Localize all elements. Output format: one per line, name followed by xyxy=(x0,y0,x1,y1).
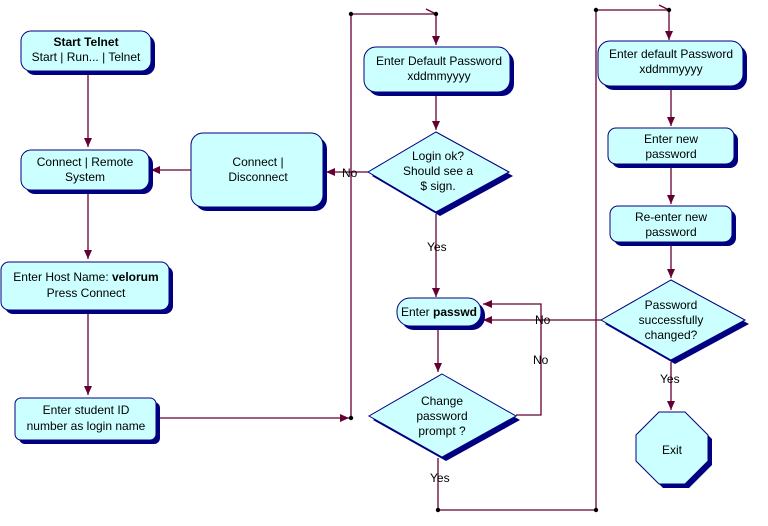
new-password-line1: Enter new xyxy=(644,132,698,146)
start-telnet-subtitle: Start | Run... | Telnet xyxy=(32,50,141,64)
enter-host-name: velorum xyxy=(112,270,159,284)
node-password-changed-decision[interactable]: Password successfully changed? xyxy=(599,279,749,364)
node-enter-default-password-1[interactable]: Enter Default Password xddmmyyyy xyxy=(363,46,514,96)
changed-line3: changed? xyxy=(645,328,698,342)
changed-line1: Password xyxy=(645,298,698,312)
default-password-2-line2: xddmmyyyy xyxy=(639,62,702,76)
reenter-password-line2: password xyxy=(645,225,696,239)
node-reenter-new-password[interactable]: Re-enter new password xyxy=(609,205,736,246)
edge-label-no-login: No xyxy=(342,166,358,180)
connect-remote-line1: Connect | Remote xyxy=(37,155,134,169)
enter-passwd-label: Enter passwd xyxy=(401,305,477,319)
junction-dot xyxy=(593,507,599,513)
start-telnet-title: Start Telnet xyxy=(53,35,118,49)
junction-dot xyxy=(593,7,599,13)
connect-disconnect-line2: Disconnect xyxy=(228,170,288,184)
node-enter-passwd[interactable]: Enter passwd xyxy=(396,297,485,330)
junction-dot xyxy=(435,507,441,513)
edge-label-yes-login: Yes xyxy=(427,240,447,254)
default-password-1-line1: Enter Default Password xyxy=(376,54,502,68)
node-login-ok-decision[interactable]: Login ok? Should see a $ sign. xyxy=(367,131,513,216)
reenter-password-line1: Re-enter new xyxy=(635,210,707,224)
login-ok-line3: $ sign. xyxy=(420,179,455,193)
student-id-line1: Enter student ID xyxy=(43,403,130,417)
student-id-line2: number as login name xyxy=(27,419,146,433)
enter-passwd-command: passwd xyxy=(433,305,477,319)
edge-label-no-prompt: No xyxy=(533,353,549,367)
edge-prompt-no xyxy=(483,300,542,416)
edge-prompt-yes xyxy=(437,458,596,511)
enter-host-line2: Press Connect xyxy=(47,286,126,300)
prompt-line2: password xyxy=(416,409,467,423)
junction-dot xyxy=(348,11,354,17)
edge-label-yes-prompt: Yes xyxy=(430,471,450,485)
exit-label: Exit xyxy=(662,443,683,457)
node-change-password-prompt-decision[interactable]: Change password prompt ? xyxy=(367,373,520,461)
enter-host-line1: Enter Host Name: velorum xyxy=(13,270,158,284)
connect-remote-line2: System xyxy=(65,170,105,184)
node-connect-remote[interactable]: Connect | Remote System xyxy=(20,149,153,194)
login-ok-line1: Login ok? xyxy=(412,149,464,163)
node-connect-disconnect[interactable]: Connect | Disconnect xyxy=(190,132,327,211)
connectors xyxy=(84,4,675,513)
node-exit[interactable]: Exit xyxy=(635,411,712,488)
edge-label-no-changed: No xyxy=(535,313,551,327)
login-ok-line2: Should see a xyxy=(403,164,473,178)
new-password-line2: password xyxy=(645,147,696,161)
prompt-line1: Change xyxy=(421,394,463,408)
changed-line2: successfully xyxy=(639,313,704,327)
node-enter-new-password[interactable]: Enter new password xyxy=(607,127,738,168)
junction-dot xyxy=(433,11,439,17)
default-password-1-line2: xddmmyyyy xyxy=(407,69,470,83)
node-enter-host[interactable]: Enter Host Name: velorum Press Connect xyxy=(0,261,173,314)
enter-host-prefix: Enter Host Name: xyxy=(13,270,112,284)
default-password-2-line1: Enter default Password xyxy=(609,47,733,61)
connect-disconnect-line1: Connect | xyxy=(232,155,283,169)
edge-label-yes-changed: Yes xyxy=(660,372,680,386)
junction-dot xyxy=(348,415,354,421)
prompt-line3: prompt ? xyxy=(418,424,466,438)
node-start-telnet[interactable]: Start Telnet Start | Run... | Telnet xyxy=(20,30,155,75)
junction-dot xyxy=(666,7,672,13)
enter-passwd-prefix: Enter xyxy=(401,305,433,319)
node-enter-default-password-2[interactable]: Enter default Password xddmmyyyy xyxy=(597,40,747,90)
node-enter-student-id[interactable]: Enter student ID number as login name xyxy=(14,397,160,444)
